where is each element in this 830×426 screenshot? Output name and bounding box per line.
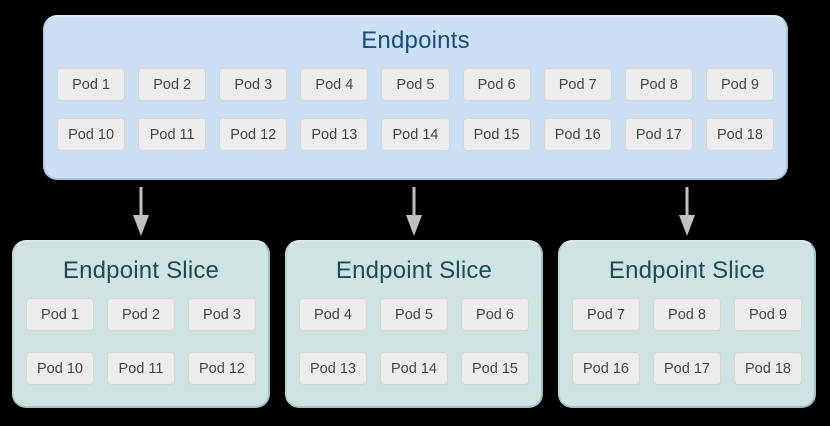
pod-chip: Pod 6: [462, 68, 531, 101]
endpoint-slice-box-2: Endpoint Slice Pod 4 Pod 5 Pod 6 Pod 13 …: [285, 240, 543, 408]
pod-chip: Pod 5: [380, 298, 448, 331]
down-arrow-icon: [406, 187, 422, 237]
pod-chip: Pod 8: [624, 68, 693, 101]
pod-chip: Pod 3: [188, 298, 256, 331]
pod-chip: Pod 2: [138, 68, 207, 101]
pod-chip: Pod 2: [107, 298, 175, 331]
pod-chip: Pod 3: [219, 68, 288, 101]
pod-chip: Pod 7: [572, 298, 640, 331]
pod-chip: Pod 11: [138, 118, 207, 151]
pod-chip: Pod 9: [705, 68, 774, 101]
pod-chip: Pod 13: [300, 118, 369, 151]
endpoints-title: Endpoints: [361, 27, 470, 54]
pod-chip: Pod 4: [299, 298, 367, 331]
pod-chip: Pod 16: [572, 352, 640, 385]
pod-chip: Pod 7: [543, 68, 612, 101]
pod-chip: Pod 13: [299, 352, 367, 385]
pod-chip: Pod 14: [381, 118, 450, 151]
pod-chip: Pod 6: [461, 298, 529, 331]
pod-chip: Pod 9: [734, 298, 802, 331]
endpoint-slice-title: Endpoint Slice: [608, 257, 766, 284]
endpoint-slice-box-1: Endpoint Slice Pod 1 Pod 2 Pod 3 Pod 10 …: [12, 240, 270, 408]
pod-chip: Pod 18: [734, 352, 802, 385]
slice-pod-grid: Pod 7 Pod 8 Pod 9 Pod 16 Pod 17 Pod 18: [572, 298, 802, 385]
pod-chip: Pod 10: [26, 352, 94, 385]
pod-chip: Pod 11: [107, 352, 175, 385]
pod-chip: Pod 12: [219, 118, 288, 151]
pod-chip: Pod 14: [380, 352, 448, 385]
endpoints-pod-grid: Pod 1 Pod 2 Pod 3 Pod 4 Pod 5 Pod 6 Pod …: [57, 68, 774, 151]
pod-chip: Pod 17: [624, 118, 693, 151]
down-arrow-icon: [133, 187, 149, 237]
endpoint-slice-box-3: Endpoint Slice Pod 7 Pod 8 Pod 9 Pod 16 …: [558, 240, 816, 408]
pod-chip: Pod 17: [653, 352, 721, 385]
slice-pod-grid: Pod 4 Pod 5 Pod 6 Pod 13 Pod 14 Pod 15: [299, 298, 529, 385]
pod-chip: Pod 10: [57, 118, 126, 151]
down-arrow-icon: [679, 187, 695, 237]
pod-chip: Pod 12: [188, 352, 256, 385]
pod-chip: Pod 18: [705, 118, 774, 151]
pod-chip: Pod 16: [543, 118, 612, 151]
pod-chip: Pod 1: [26, 298, 94, 331]
pod-chip: Pod 4: [300, 68, 369, 101]
pod-chip: Pod 5: [381, 68, 450, 101]
pod-chip: Pod 8: [653, 298, 721, 331]
endpoint-slice-title: Endpoint Slice: [62, 257, 220, 284]
slice-pod-grid: Pod 1 Pod 2 Pod 3 Pod 10 Pod 11 Pod 12: [26, 298, 256, 385]
pod-chip: Pod 15: [461, 352, 529, 385]
pod-chip: Pod 1: [57, 68, 126, 101]
pod-chip: Pod 15: [462, 118, 531, 151]
endpoints-box: Endpoints Pod 1 Pod 2 Pod 3 Pod 4 Pod 5 …: [43, 15, 788, 180]
endpoint-slice-title: Endpoint Slice: [335, 257, 493, 284]
